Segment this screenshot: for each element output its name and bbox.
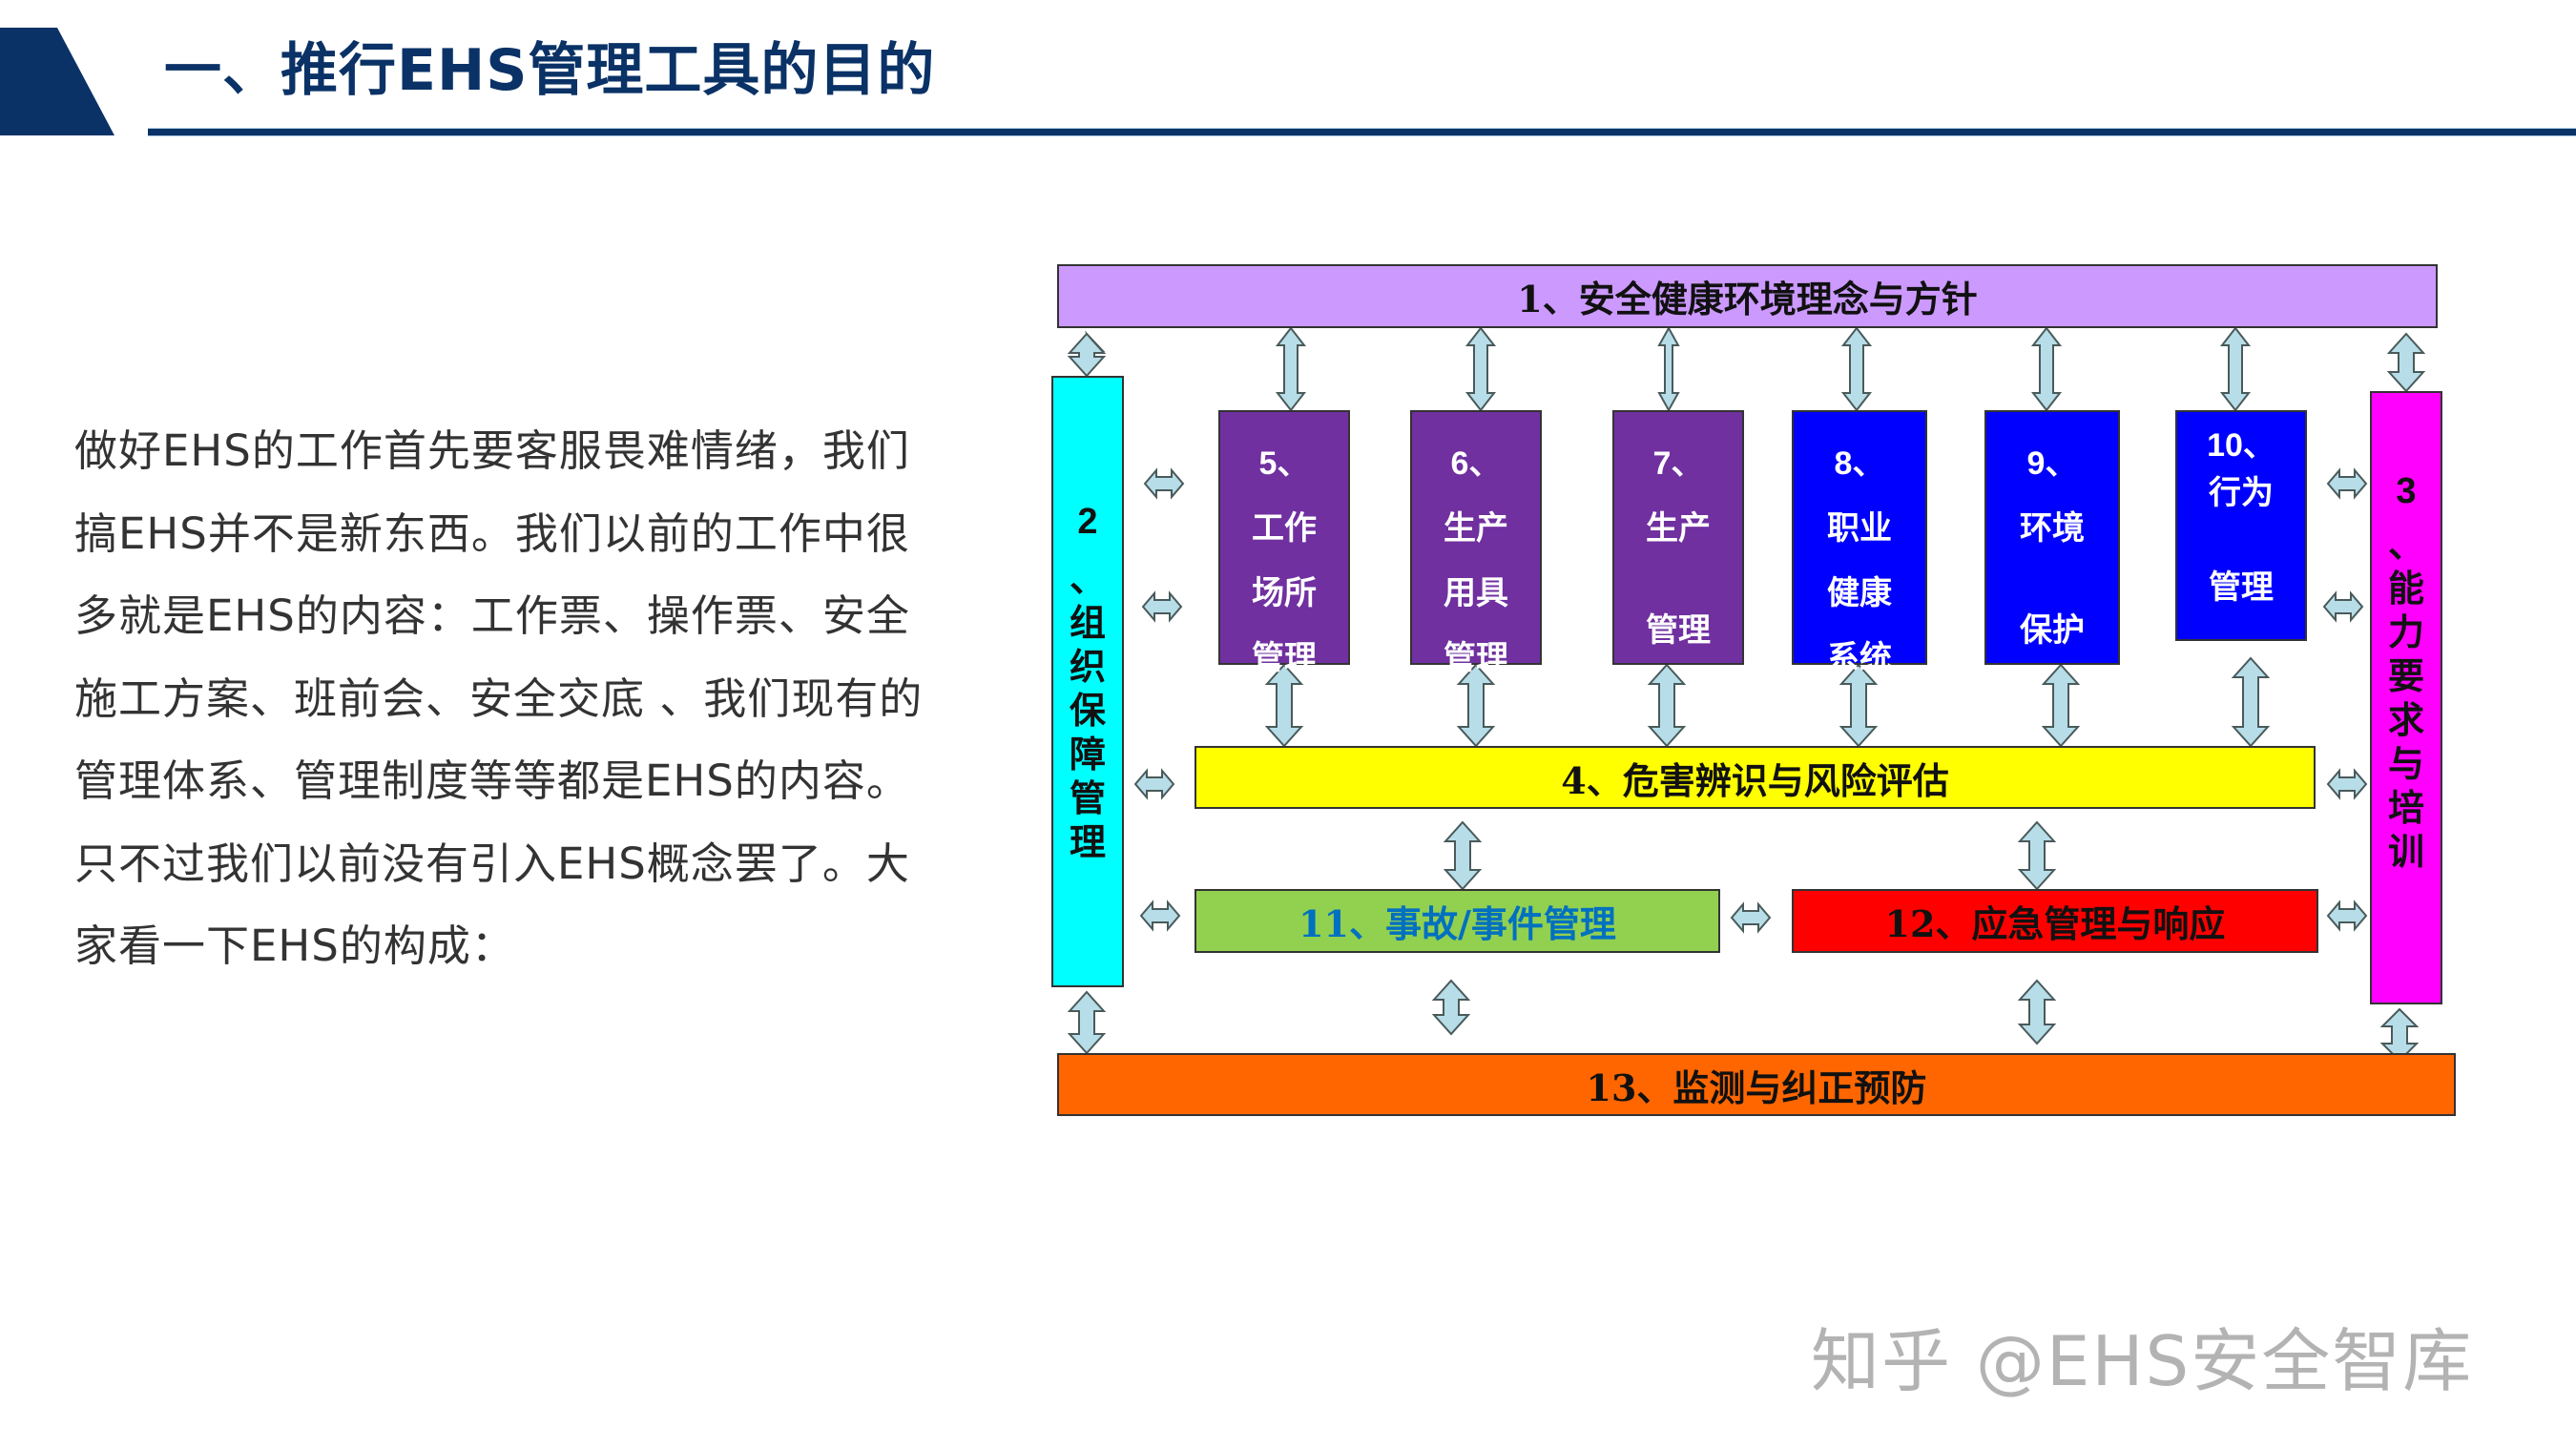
body-line: 施工方案、班前会、安全交底 、我们现有的 bbox=[74, 672, 924, 724]
element-line: 保护 bbox=[2020, 611, 2085, 650]
watermark: 知乎 @EHS安全智库 bbox=[1811, 1321, 2474, 1401]
element-11-label: 11、事故/事件管理 bbox=[1298, 902, 1616, 945]
header-underline bbox=[148, 129, 2576, 135]
element-2-organization: 2 、 组 织 保 障 管 理 bbox=[1051, 376, 1124, 987]
element-10-behavior: 10、 行为 管理 bbox=[2175, 410, 2307, 641]
element-number: 10、 bbox=[2207, 427, 2275, 464]
element-line: 职业 bbox=[1827, 509, 1892, 548]
element-3-char: 与 bbox=[2387, 742, 2424, 785]
element-13-label: 13、监测与纠正预防 bbox=[1586, 1065, 1927, 1109]
element-1-policy: 1、安全健康环境理念与方针 bbox=[1057, 264, 2438, 328]
element-line: 管理 bbox=[2209, 569, 2274, 607]
element-line: 管理 bbox=[1646, 611, 1711, 650]
element-6-equipment: 6、 生产 用具 管理 bbox=[1410, 410, 1542, 677]
element-2-char: 管 bbox=[1069, 776, 1106, 819]
double-arrow-icons bbox=[1067, 325, 2426, 1063]
element-2-char: 理 bbox=[1069, 819, 1106, 863]
element-line: 管理 bbox=[1252, 639, 1317, 677]
element-3-char: 求 bbox=[2387, 698, 2424, 741]
element-line: 工作 bbox=[1252, 509, 1317, 548]
element-2-char: 障 bbox=[1069, 732, 1106, 776]
element-2-char: 织 bbox=[1069, 644, 1106, 688]
element-9-environment: 9、 环境 保护 bbox=[1984, 410, 2120, 665]
element-line: 用具 bbox=[1444, 574, 1508, 612]
element-1-label: 1、安全健康环境理念与方针 bbox=[1517, 278, 1978, 321]
element-7-production: 7、 生产 管理 bbox=[1612, 410, 1744, 665]
element-3-char: 训 bbox=[2387, 830, 2424, 873]
element-line: 行为 bbox=[2209, 474, 2274, 512]
body-line: 只不过我们以前没有引入EHS概念罢了。大 bbox=[74, 838, 910, 889]
body-line: 家看一下EHS的构成： bbox=[74, 921, 515, 971]
element-line: 系统 bbox=[1827, 639, 1892, 677]
body-line: 搞EHS并不是新东西。我们以前的工作中很 bbox=[74, 507, 910, 559]
element-3-char: 培 bbox=[2387, 786, 2424, 829]
element-line: 生产 bbox=[1444, 509, 1508, 548]
body-line: 做好EHS的工作首先要客服畏难情绪，我们 bbox=[74, 425, 910, 476]
element-number: 7、 bbox=[1652, 445, 1704, 482]
element-2-number: 2 bbox=[1077, 501, 1098, 542]
element-number: 5、 bbox=[1258, 445, 1310, 482]
element-4-hazard-identification: 4、危害辨识与风险评估 bbox=[1195, 746, 2316, 809]
element-11-incident-management: 11、事故/事件管理 bbox=[1195, 889, 1720, 953]
element-line: 管理 bbox=[1444, 639, 1508, 677]
element-3-char: 要 bbox=[2387, 654, 2424, 697]
body-line: 多就是EHS的内容：工作票、操作票、安全 bbox=[74, 590, 910, 641]
element-12-emergency-response: 12、应急管理与响应 bbox=[1792, 889, 2318, 953]
element-5-workplace: 5、 工作 场所 管理 bbox=[1218, 410, 1350, 677]
element-4-label: 4、危害辨识与风险评估 bbox=[1561, 758, 1949, 802]
element-line: 环境 bbox=[2020, 509, 2085, 548]
page-title: 一、推行EHS管理工具的目的 bbox=[164, 37, 936, 104]
element-2-char: 、 bbox=[1069, 556, 1106, 600]
element-number: 6、 bbox=[1450, 445, 1502, 482]
body-paragraph: 做好EHS的工作首先要客服畏难情绪，我们 搞EHS并不是新东西。我们以前的工作中… bbox=[74, 410, 990, 988]
element-3-number: 3 bbox=[2396, 471, 2417, 511]
element-12-label: 12、应急管理与响应 bbox=[1884, 902, 2226, 945]
body-line: 管理体系、管理制度等等都是EHS的内容。 bbox=[74, 755, 910, 806]
element-line: 健康 bbox=[1827, 574, 1892, 612]
element-3-competence: 3 、 能 力 要 求 与 培 训 bbox=[2370, 391, 2442, 1004]
element-number: 8、 bbox=[1834, 445, 1885, 482]
element-3-char: 力 bbox=[2387, 610, 2424, 653]
element-2-char: 组 bbox=[1069, 600, 1106, 644]
element-8-occupational-health: 8、 职业 健康 系统 bbox=[1792, 410, 1927, 677]
element-3-char: 、 bbox=[2387, 523, 2424, 566]
element-13-monitoring: 13、监测与纠正预防 bbox=[1057, 1053, 2456, 1116]
element-line: 生产 bbox=[1646, 509, 1711, 548]
element-line: 场所 bbox=[1252, 574, 1317, 612]
element-number: 9、 bbox=[2026, 445, 2078, 482]
element-3-char: 能 bbox=[2387, 567, 2424, 610]
element-2-char: 保 bbox=[1069, 688, 1106, 732]
